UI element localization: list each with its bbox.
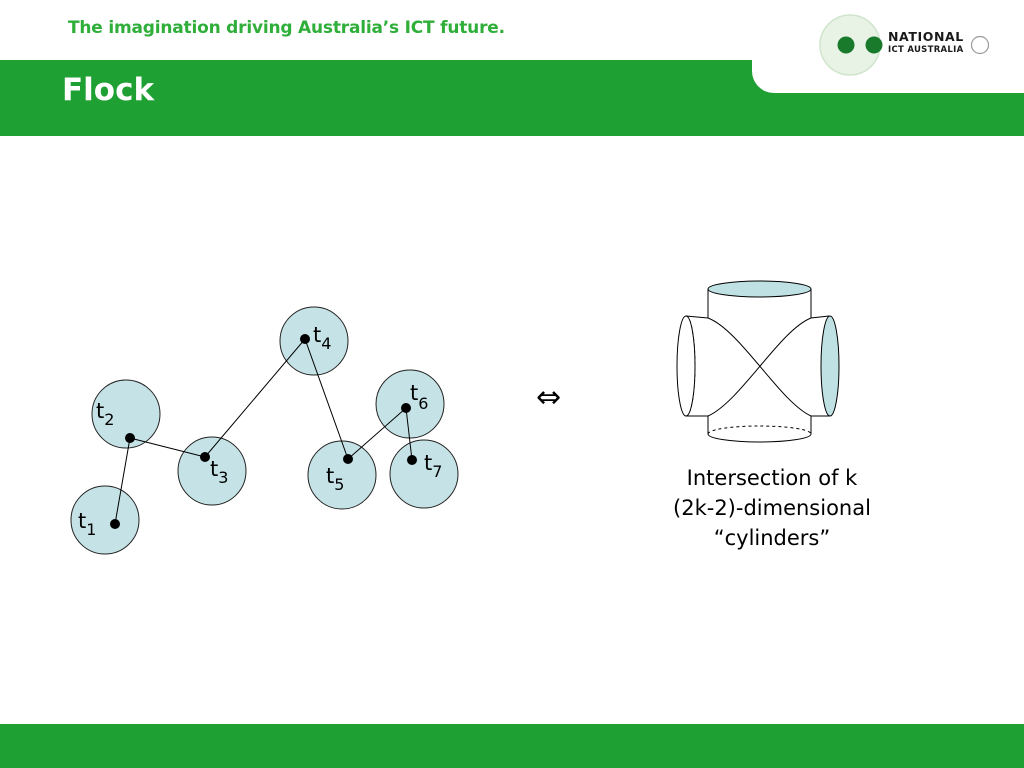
- edge-t1-t2: [114, 437, 131, 525]
- edge-t3-t4: [204, 338, 306, 458]
- edge-t5-t6: [347, 407, 407, 460]
- cylinders-caption: Intersection of k (2k-2)-dimensional “cy…: [640, 463, 904, 553]
- caption-line-2: (2k-2)-dimensional: [673, 496, 871, 520]
- edge-t2-t3: [129, 437, 206, 458]
- label-t1: t1: [78, 509, 96, 539]
- point-t6: [401, 403, 411, 413]
- nicta-logo: [819, 14, 990, 76]
- title-bar-notch: [752, 60, 1024, 93]
- flock-discs: [70, 306, 459, 555]
- footer-bar: [0, 724, 1024, 768]
- point-t7: [407, 455, 417, 465]
- disc-t2: [91, 379, 161, 449]
- cyl-left-cap: [676, 315, 696, 417]
- logo-dot-1: [837, 36, 855, 54]
- logo-dot-3: [970, 35, 990, 55]
- caption-line-1: Intersection of k: [686, 466, 858, 490]
- edge-t4-t5: [304, 338, 349, 460]
- cyl-h-top-left: [685, 315, 709, 319]
- cyl-bottom-rim-hidden: [707, 425, 812, 435]
- label-t7: t7: [424, 451, 442, 481]
- label-t3: t3: [210, 457, 228, 487]
- cylinders-figure: [676, 280, 840, 443]
- label-t2: t2: [96, 399, 114, 429]
- trajectory-lines: [114, 338, 413, 525]
- disc-t1: [70, 485, 140, 555]
- equivalence-symbol: ⇔: [536, 380, 562, 415]
- logo-text-line2: ICT AUSTRALIA: [888, 45, 964, 55]
- label-t5: t5: [326, 464, 344, 494]
- caption-line-3: “cylinders”: [713, 526, 831, 550]
- tagline: The imagination driving Australia’s ICT …: [68, 18, 505, 38]
- trajectory-points: [110, 334, 417, 529]
- point-t3: [200, 452, 210, 462]
- logo-dot-2: [865, 36, 883, 54]
- label-t6: t6: [410, 381, 428, 413]
- disc-t6: [375, 369, 445, 439]
- point-t4: [300, 334, 310, 344]
- node-labels: t1 t2 t3 t4 t5 t6 t7: [78, 323, 442, 539]
- disc-t7: [389, 439, 459, 509]
- logo-text: NATIONAL ICT AUSTRALIA: [888, 30, 964, 56]
- disc-t4: [279, 306, 349, 376]
- slide-title: Flock: [62, 72, 155, 108]
- intersection-curve-2: [707, 317, 812, 417]
- cyl-bottom-rim: [707, 433, 812, 443]
- point-t1: [110, 519, 120, 529]
- label-t4: t4: [313, 323, 331, 353]
- cyl-top-cap: [707, 280, 812, 298]
- edge-t6-t7: [405, 407, 413, 461]
- cyl-right-cap: [820, 315, 840, 417]
- logo-text-line1: NATIONAL: [888, 29, 964, 44]
- point-t2: [125, 433, 135, 443]
- cyl-h-top-right: [810, 315, 830, 319]
- point-t5: [343, 454, 353, 464]
